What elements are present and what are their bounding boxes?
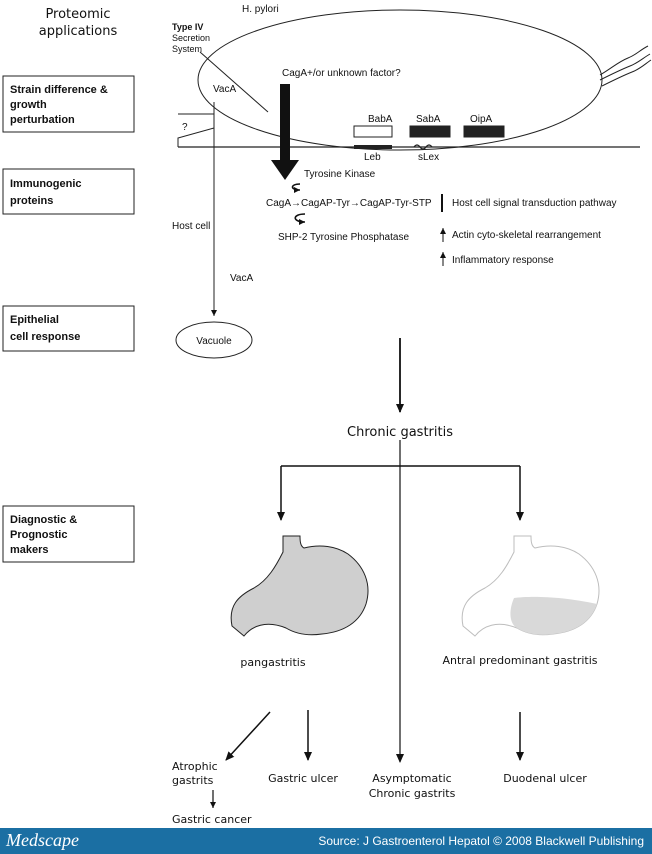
svg-text:Strain difference &: Strain difference & (10, 84, 108, 96)
immunogenic-proteins-box: Immunogenic proteins (2, 168, 135, 215)
svg-text:Proteomic: Proteomic (45, 7, 110, 22)
epithelial-response-box: Epithelial cell response (2, 305, 135, 352)
diagnostic-markers-box: Diagnostic & Prognostic makers (2, 505, 135, 563)
atrophic-gastritis-label: Atrophic gastrits (172, 760, 218, 787)
svg-text:Diagnostic &: Diagnostic & (10, 514, 77, 526)
antral-gastritis-stomach-image (461, 535, 600, 637)
to-atrophic-arrow (225, 711, 271, 761)
leb-receptor: Leb (354, 145, 392, 163)
phosphatase-curve (294, 213, 306, 225)
tyrosine-kinase-curve (291, 183, 301, 193)
flagellum-line-1 (599, 45, 649, 76)
shp2-label: SHP-2 Tyrosine Phosphatase (278, 232, 409, 243)
footer-bar: Medscape Source: J Gastroenterol Hepatol… (0, 828, 652, 854)
svg-text:Atrophic: Atrophic (172, 760, 218, 773)
asymptomatic-label: Asymptomatic Chronic gastrits (369, 772, 456, 800)
type-iv-pointer (199, 51, 269, 113)
question-mark: ? (182, 122, 188, 133)
svg-text:proteins: proteins (10, 195, 53, 207)
source-citation: Source: J Gastroenterol Hepatol © 2008 B… (318, 834, 644, 848)
flagellum-line-2 (599, 53, 651, 81)
gastric-cancer-label: Gastric cancer (172, 813, 252, 826)
pangastritis-stomach-image (230, 535, 369, 637)
medscape-logo: Medscape (6, 830, 79, 850)
actin-label: Actin cyto-skeletal rearrangement (452, 230, 601, 241)
chronic-gastritis-label: Chronic gastritis (347, 425, 453, 440)
svg-text:Type IV: Type IV (172, 22, 203, 32)
flagellum-line-3 (601, 59, 652, 87)
svg-text:sLex: sLex (418, 152, 439, 163)
svg-text:Prognostic: Prognostic (10, 529, 67, 541)
host-signal-label: Host cell signal transduction pathway (452, 198, 617, 209)
svg-text:Epithelial: Epithelial (10, 314, 59, 326)
svg-text:makers: makers (10, 544, 49, 556)
duodenal-ulcer-label: Duodenal ulcer (503, 772, 587, 785)
baba-adhesin: BabA (353, 114, 393, 138)
vaca-top-label: VacA (213, 84, 236, 95)
pangastritis-label: pangastritis (240, 656, 305, 669)
svg-text:Vacuole: Vacuole (196, 336, 232, 347)
saba-adhesin: SabA (409, 114, 451, 138)
svg-text:System: System (172, 44, 202, 54)
svg-text:Asymptomatic: Asymptomatic (372, 772, 451, 785)
proteomic-applications-heading: Proteomic applications (39, 7, 118, 39)
vaca-mid-label: VacA (230, 273, 253, 284)
type-iv-secretion-label: Type IV Secretion System (172, 22, 210, 54)
host-cell-label: Host cell (172, 221, 210, 232)
strain-difference-box: Strain difference & growth perturbation (2, 75, 135, 133)
svg-text:applications: applications (39, 24, 118, 39)
caga-injection-arrow (271, 84, 299, 180)
caga-factor-label: CagA+/or unknown factor? (282, 68, 401, 79)
slex-receptor: sLex (413, 144, 439, 163)
oipa-adhesin: OipA (463, 114, 505, 138)
vacuole: Vacuole (175, 321, 253, 359)
svg-text:perturbation: perturbation (10, 114, 75, 126)
svg-text:Immunogenic: Immunogenic (10, 178, 82, 190)
tyrosine-kinase-label: Tyrosine Kinase (304, 169, 376, 180)
svg-text:OipA: OipA (470, 114, 493, 125)
svg-text:cell response: cell response (10, 331, 80, 343)
inflammatory-label: Inflammatory response (452, 255, 554, 266)
gastric-ulcer-label: Gastric ulcer (268, 772, 338, 785)
svg-text:gastrits: gastrits (172, 774, 214, 787)
svg-text:SabA: SabA (416, 114, 441, 125)
antral-gastritis-label: Antral predominant gastritis (442, 654, 597, 667)
h-pylori-label: H. pylori (242, 4, 279, 15)
svg-text:Chronic gastrits: Chronic gastrits (369, 787, 456, 800)
caga-chain-label: CagA→CagAP-Tyr→CagAP-Tyr-STP (266, 198, 432, 209)
svg-text:Secretion: Secretion (172, 33, 210, 43)
svg-text:growth: growth (10, 99, 47, 111)
svg-text:BabA: BabA (368, 114, 393, 125)
h-pylori-bacterium (197, 9, 652, 151)
svg-text:Leb: Leb (364, 152, 381, 163)
